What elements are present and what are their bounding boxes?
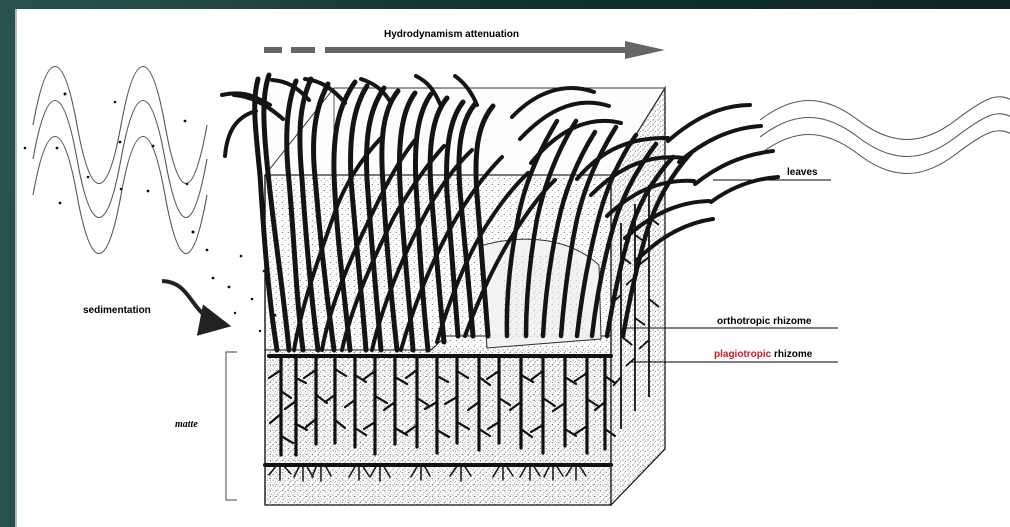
plagiotropic-label-red: plagiotropic [714, 349, 772, 360]
plagiotropic-label-black: rhizome [771, 349, 813, 360]
sedimentation-label: sedimentation [83, 305, 151, 316]
left-wave-lines [33, 67, 207, 254]
arrow-head [625, 41, 665, 59]
matte-label: matte [175, 419, 198, 430]
matte-bracket [226, 352, 237, 500]
arrow-shaft [325, 47, 639, 53]
orthotropic-label: orthotropic rhizome [717, 316, 812, 327]
sedimentation-arrow [162, 281, 225, 325]
right-wave-lines [760, 97, 1010, 174]
diagram-canvas: Hydrodynamism attenuation sedimentation [15, 9, 1010, 527]
leaves-label: leaves [787, 167, 818, 178]
arrow-dash-1 [264, 47, 282, 53]
arrow-dash-2 [291, 47, 315, 53]
hydrodynamism-label: Hydrodynamism attenuation [384, 29, 519, 40]
hydrodynamism-arrow [264, 41, 665, 59]
plagiotropic-label: plagiotropic rhizome [714, 349, 813, 360]
left-particles [24, 93, 277, 333]
seagrass-matte-diagram: Hydrodynamism attenuation sedimentation [17, 9, 1010, 527]
